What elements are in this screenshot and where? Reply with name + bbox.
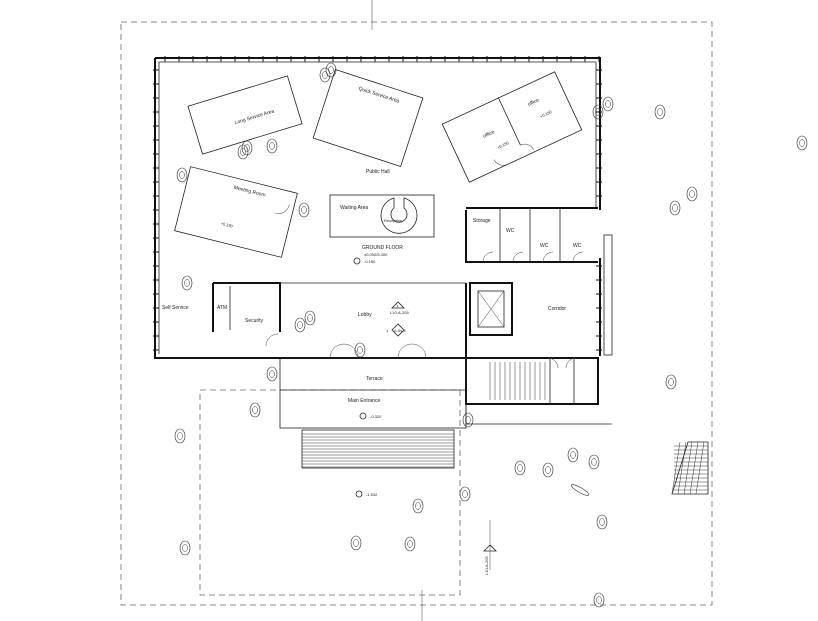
floor-title: GROUND FLOOR [362, 245, 403, 251]
corridor-label: Corridor [548, 306, 566, 312]
tree-icon [241, 140, 253, 156]
tree-icon [542, 462, 554, 478]
office-2-label: office [527, 97, 540, 108]
site-vegetation [174, 62, 808, 608]
tree-icon [593, 592, 605, 608]
floor-title-block: GROUND FLOOR ±0.000/5.300 -0.150 [353, 245, 403, 265]
main-entrance-level-icon [359, 412, 367, 420]
main-entrance-label: Main Entrance [348, 398, 380, 404]
tree-icon [654, 104, 666, 120]
tree-icon [665, 374, 677, 390]
bench-icon [570, 484, 590, 496]
tree-icon [404, 536, 416, 552]
wc-3-label: WC [573, 243, 582, 249]
hatched-ramp [671, 441, 709, 495]
atm-security-block: ATM Security [212, 282, 281, 347]
lobby: Lobby 1 L10-A-205 1 A-IN-5 [280, 282, 466, 359]
long-service-area-label: Long Service Area [234, 108, 275, 126]
tree-icon [294, 317, 306, 333]
section-marker-icon-2 [391, 323, 405, 337]
tree-icon [459, 486, 471, 502]
meeting-room-label: Meeting Room [233, 185, 266, 199]
terrace: Terrace Main Entrance -0.320 [279, 357, 467, 429]
long-service-area: Long Service Area [187, 75, 303, 155]
office-1-label: office [482, 129, 495, 140]
tree-icon [181, 275, 193, 291]
ramp-hatch-line [695, 441, 705, 495]
section-marker-icon [391, 301, 405, 309]
tree-icon [567, 447, 579, 463]
tree-icon [686, 186, 698, 202]
plaza-boundary [199, 389, 461, 596]
office-2-level: +0.150 [539, 109, 553, 119]
reception-label: Reception [384, 218, 402, 223]
tree-icon [237, 144, 249, 160]
entrance-steps [301, 429, 455, 469]
reception-desk: Reception [380, 197, 418, 234]
tree-icon [592, 104, 604, 120]
wet-core: Storage WC WC WC [465, 207, 613, 356]
tree-icon [588, 454, 600, 470]
tree-icon [669, 200, 681, 216]
tree-icon [514, 460, 526, 476]
lobby-label: Lobby [358, 312, 372, 318]
stair-block [465, 357, 599, 405]
tree-icon [249, 402, 261, 418]
wc-1-label: WC [506, 228, 515, 234]
main-entrance-level: -0.320 [370, 414, 382, 419]
lobby-side-ref: A-IN-5 [394, 328, 406, 333]
meeting-room: Meeting Room +0.150 [174, 166, 298, 258]
ramp-hatch-line [689, 441, 699, 495]
tree-icon [796, 135, 808, 151]
tree-icon [350, 535, 362, 551]
tree-icon [602, 96, 614, 112]
tree-icon [596, 514, 608, 530]
ramp-hatch-line [671, 441, 681, 495]
tree-icon [266, 366, 278, 382]
lobby-section-ref: L10-A-205 [390, 310, 409, 315]
elevator-core [469, 282, 513, 336]
quick-service-area: Quick Service Area [312, 69, 424, 167]
floor-elevation: ±0.000/5.300 [364, 252, 388, 257]
tree-icon [412, 498, 424, 514]
office-block: office office +0.150 +0.150 [441, 71, 583, 183]
atm-label: ATM [217, 305, 227, 311]
self-service-label: Self Service [162, 305, 189, 311]
ramp-hatch-line [677, 441, 687, 495]
facade-mullions [153, 56, 602, 351]
ramp-hatch-line [683, 441, 693, 495]
tree-icon [266, 138, 278, 154]
tree-icon [179, 540, 191, 556]
plaza-level-icon [355, 490, 363, 498]
tree-icon [176, 167, 188, 183]
tree-icon [325, 62, 337, 78]
waiting-area-label: Waiting Area [340, 205, 368, 211]
south-section-ref: L10-A-205 [484, 556, 489, 575]
office-1-level: +0.150 [496, 140, 510, 150]
public-hall-label: Public Hall [366, 169, 390, 175]
site-boundary [120, 21, 713, 606]
terrace-label: Terrace [366, 376, 383, 382]
south-section-marker: L10-A-205 [483, 520, 497, 575]
building-lower-wall [465, 404, 612, 425]
lobby-side-number: 1 [386, 328, 389, 333]
tree-icon [354, 342, 366, 358]
floor-level: -0.150 [364, 259, 376, 264]
tree-icon [462, 412, 474, 428]
tree-icon [304, 310, 316, 326]
tree-icon [174, 428, 186, 444]
level-marker-icon [353, 257, 361, 265]
waiting-area: Waiting Area [329, 194, 435, 238]
storage-label: Storage [473, 218, 491, 224]
security-label: Security [245, 318, 264, 324]
lobby-section-number: 1 [396, 303, 399, 308]
plaza-level: -1.532 [366, 492, 378, 497]
wc-2-label: WC [540, 243, 549, 249]
meeting-room-level: +0.150 [220, 221, 234, 229]
tree-icon [298, 202, 310, 218]
